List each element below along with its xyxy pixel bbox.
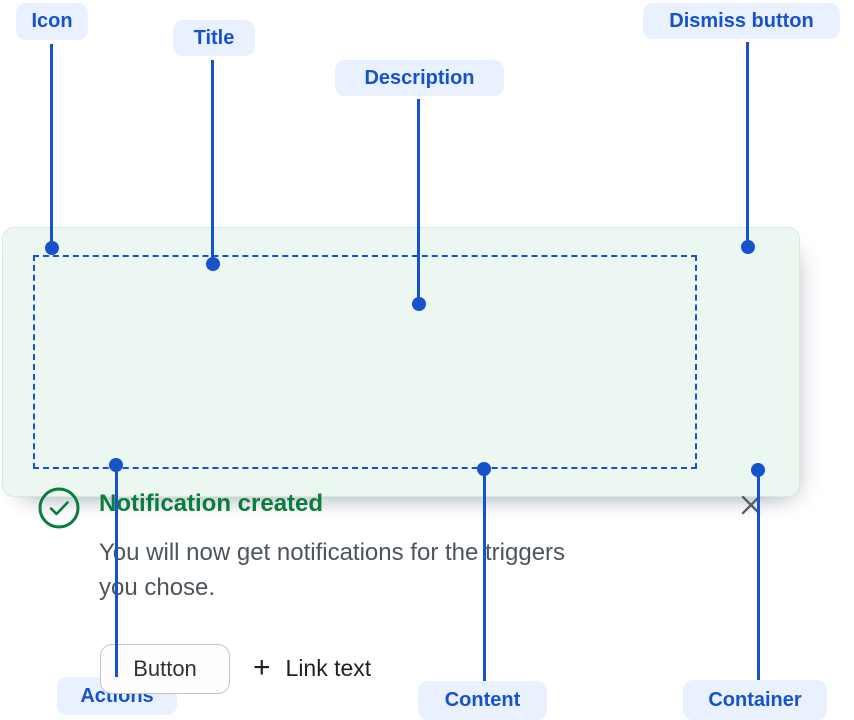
connector-line-content [483, 475, 486, 681]
flag-description: You will now get notifications for the t… [99, 535, 565, 605]
flag-description-line2: you chose. [99, 574, 216, 601]
flag-description-line1: You will now get notifications for the t… [99, 539, 566, 566]
connector-line-icon [50, 44, 53, 242]
annotation-label-description: Description [335, 60, 504, 96]
annotation-label-container: Container [683, 680, 827, 720]
flag-title: Notification created [99, 490, 324, 517]
connector-line-dismiss [746, 42, 749, 241]
connector-dot-content [477, 462, 491, 476]
plus-icon: + [253, 651, 271, 684]
connector-line-container [757, 476, 760, 680]
notification-flag-container: Notification created You will now get no… [2, 227, 800, 694]
connector-line-description [417, 99, 420, 298]
connector-dot-icon [45, 241, 59, 255]
flag-link-label: Link text [285, 654, 372, 681]
annotation-label-content: Content [418, 681, 547, 720]
flag-action-button[interactable]: Button [100, 644, 230, 694]
annotation-label-dismiss-button: Dismiss button [643, 3, 840, 39]
connector-dot-description [412, 297, 426, 311]
connector-line-title [211, 60, 214, 258]
connector-dot-title [206, 257, 220, 271]
success-check-icon [38, 487, 80, 529]
annotation-label-title: Title [173, 20, 255, 56]
connector-dot-container [751, 463, 765, 477]
annotation-label-icon: Icon [16, 3, 88, 40]
connector-dot-dismiss [741, 240, 755, 254]
connector-line-actions [115, 470, 118, 677]
flag-action-link[interactable]: + Link text [253, 651, 372, 684]
connector-dot-actions [109, 458, 123, 472]
